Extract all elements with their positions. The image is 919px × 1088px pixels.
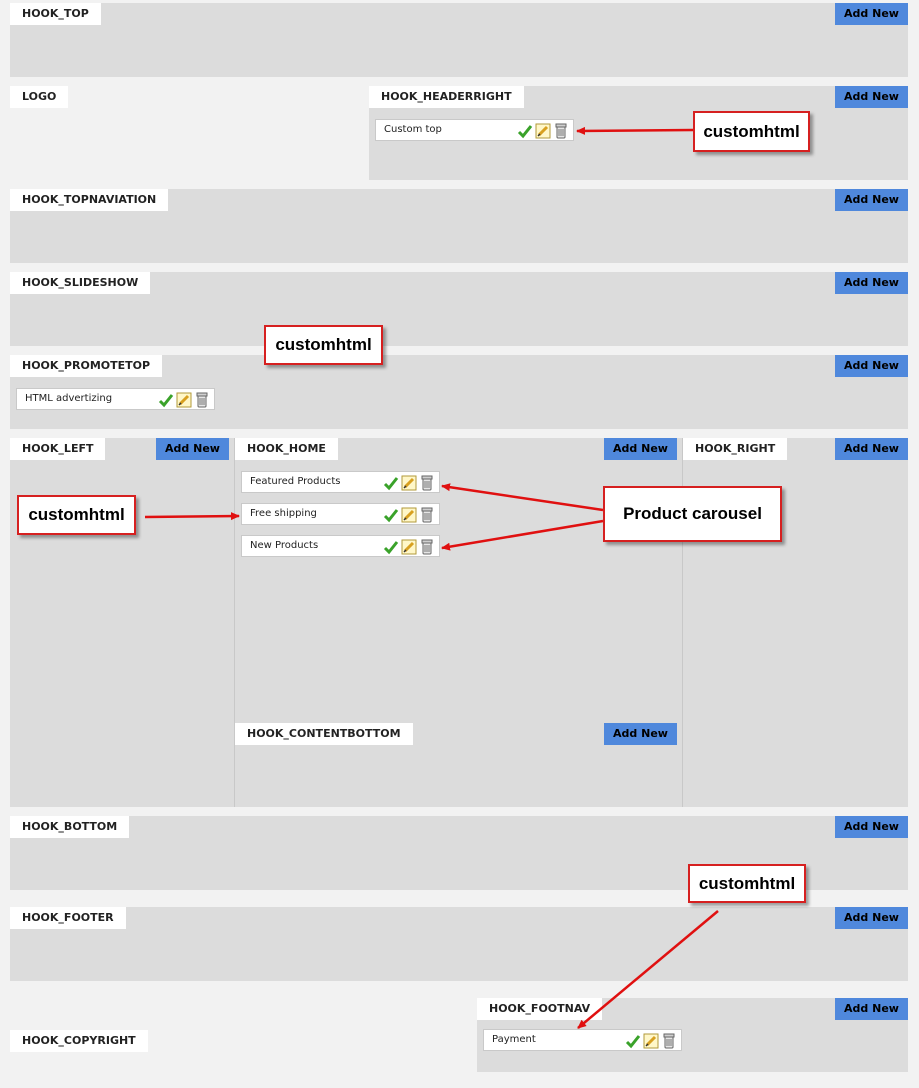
module-label: Free shipping (250, 508, 317, 519)
callout-header: customhtml (693, 111, 810, 152)
hook-bottom-add-new-button[interactable]: Add New (835, 816, 908, 838)
hook-footnav-panel: HOOK_FOOTNAV Add New Payment (477, 998, 908, 1072)
hook-footer-label: HOOK_FOOTER (10, 907, 126, 929)
hook-left-label: HOOK_LEFT (10, 438, 106, 460)
hook-top-add-new-button[interactable]: Add New (835, 3, 908, 25)
hook-contentbottom-label: HOOK_CONTENTBOTTOM (235, 723, 413, 745)
hook-bottom-label: HOOK_BOTTOM (10, 816, 130, 838)
callout-left: customhtml (17, 495, 136, 535)
check-icon[interactable] (383, 507, 399, 523)
hook-top-label: HOOK_TOP (10, 3, 101, 25)
module-label: Custom top (384, 124, 442, 135)
delete-icon[interactable] (194, 392, 210, 408)
check-icon[interactable] (625, 1033, 641, 1049)
check-icon[interactable] (383, 539, 399, 555)
hook-slideshow-add-new-button[interactable]: Add New (835, 272, 908, 294)
module-html-advertizing[interactable]: HTML advertizing (16, 388, 215, 410)
hook-headerright-label: HOOK_HEADERRIGHT (369, 86, 524, 108)
hook-footer-add-new-button[interactable]: Add New (835, 907, 908, 929)
hook-top-panel: HOOK_TOP Add New (10, 3, 908, 77)
hook-promotetop-panel: HOOK_PROMOTETOP Add New HTML advertizing (10, 355, 908, 429)
edit-icon[interactable] (401, 475, 417, 491)
hook-topnav-label: HOOK_TOPNAVIATION (10, 189, 169, 211)
column-divider (234, 438, 235, 807)
edit-icon[interactable] (401, 539, 417, 555)
hook-headerright-add-new-button[interactable]: Add New (835, 86, 908, 108)
callout-product-carousel: Product carousel (603, 486, 782, 542)
delete-icon[interactable] (419, 507, 435, 523)
module-label: HTML advertizing (25, 393, 113, 404)
edit-icon[interactable] (176, 392, 192, 408)
delete-icon[interactable] (553, 123, 569, 139)
logo-label: LOGO (10, 86, 69, 108)
module-custom-top[interactable]: Custom top (375, 119, 574, 141)
module-featured-products[interactable]: Featured Products (241, 471, 440, 493)
callout-footer: customhtml (688, 864, 806, 903)
edit-icon[interactable] (643, 1033, 659, 1049)
module-new-products[interactable]: New Products (241, 535, 440, 557)
hook-topnav-panel: HOOK_TOPNAVIATION Add New (10, 189, 908, 263)
hook-contentbottom-add-new-button[interactable]: Add New (604, 723, 677, 745)
hook-topnav-add-new-button[interactable]: Add New (835, 189, 908, 211)
delete-icon[interactable] (419, 539, 435, 555)
module-label: New Products (250, 540, 319, 551)
delete-icon[interactable] (661, 1033, 677, 1049)
hook-slideshow-panel: HOOK_SLIDESHOW Add New (10, 272, 908, 346)
module-label: Featured Products (250, 476, 341, 487)
hook-footer-panel: HOOK_FOOTER Add New (10, 907, 908, 981)
module-payment[interactable]: Payment (483, 1029, 682, 1051)
module-label: Payment (492, 1034, 536, 1045)
hook-right-add-new-button[interactable]: Add New (835, 438, 908, 460)
check-icon[interactable] (158, 392, 174, 408)
check-icon[interactable] (517, 123, 533, 139)
edit-icon[interactable] (401, 507, 417, 523)
hook-headerright-panel: HOOK_HEADERRIGHT Add New Custom top (369, 86, 908, 180)
hook-footnav-label: HOOK_FOOTNAV (477, 998, 603, 1020)
hook-copyright-label: HOOK_COPYRIGHT (10, 1030, 148, 1052)
hook-footnav-add-new-button[interactable]: Add New (835, 998, 908, 1020)
hook-slideshow-label: HOOK_SLIDESHOW (10, 272, 151, 294)
check-icon[interactable] (383, 475, 399, 491)
callout-promote: customhtml (264, 325, 383, 365)
hook-home-add-new-button[interactable]: Add New (604, 438, 677, 460)
edit-icon[interactable] (535, 123, 551, 139)
delete-icon[interactable] (419, 475, 435, 491)
hook-promotetop-add-new-button[interactable]: Add New (835, 355, 908, 377)
hook-home-label: HOOK_HOME (235, 438, 338, 460)
hook-right-label: HOOK_RIGHT (683, 438, 788, 460)
module-free-shipping[interactable]: Free shipping (241, 503, 440, 525)
column-divider (682, 438, 683, 807)
hook-promotetop-label: HOOK_PROMOTETOP (10, 355, 163, 377)
hook-left-add-new-button[interactable]: Add New (156, 438, 229, 460)
